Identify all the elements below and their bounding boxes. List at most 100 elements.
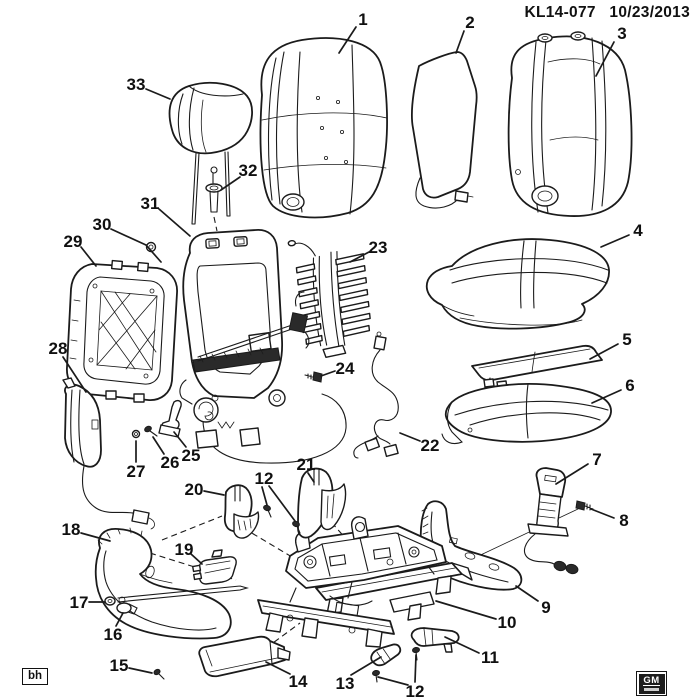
callout-19: 19 xyxy=(175,540,194,559)
callout-7: 7 xyxy=(592,450,601,469)
doc-date: 10/23/2013 xyxy=(609,4,690,21)
leader-line-29 xyxy=(80,246,97,267)
leader-line-9 xyxy=(515,585,539,602)
leader-line-15 xyxy=(128,667,153,674)
part-seat-back-panel xyxy=(411,51,478,209)
leader-line-20 xyxy=(203,490,225,496)
leader-line-4 xyxy=(600,234,630,248)
part-seat-heater-pad xyxy=(471,344,603,392)
leader-line-23 xyxy=(349,251,370,263)
callout-21: 21 xyxy=(297,455,316,474)
callout-33: 33 xyxy=(127,75,146,94)
part-headrest xyxy=(168,81,253,225)
callout-32: 32 xyxy=(239,161,258,180)
leader-line-3 xyxy=(595,41,615,77)
part-shaft-nut xyxy=(104,596,116,606)
callout-5: 5 xyxy=(622,330,631,349)
gm-logo-text: GM xyxy=(643,675,660,687)
callout-13: 13 xyxy=(336,674,355,693)
leader-line-12 xyxy=(261,486,268,506)
leader-line-12 xyxy=(414,654,417,683)
leader-line-19 xyxy=(190,553,203,565)
leader-line-26 xyxy=(152,436,165,455)
part-bracket-cover-right xyxy=(297,467,347,539)
part-seat-cushion-cover xyxy=(425,238,610,330)
callout-30: 30 xyxy=(93,215,112,234)
part-wiring-harness xyxy=(353,331,399,459)
callout-16: 16 xyxy=(104,625,123,644)
leader-line-12 xyxy=(377,676,409,686)
leader-line-30 xyxy=(110,228,147,246)
part-screw xyxy=(372,669,380,683)
leader-line-31 xyxy=(158,208,191,237)
callout-22: 22 xyxy=(421,436,440,455)
leader-line-30 xyxy=(145,244,162,263)
callout-27: 27 xyxy=(127,462,146,481)
callout-24: 24 xyxy=(336,359,355,378)
part-screw xyxy=(263,504,272,518)
callout-3: 3 xyxy=(617,24,626,43)
callout-28: 28 xyxy=(49,339,68,358)
part-front-trim-panel xyxy=(198,635,291,678)
leader-line-33 xyxy=(145,88,171,100)
leader-line-14 xyxy=(265,661,291,675)
callout-11: 11 xyxy=(481,648,499,667)
part-seat-cushion-pad xyxy=(441,383,612,445)
leader-line-32 xyxy=(220,176,241,191)
callout-25: 25 xyxy=(182,446,201,465)
callout-20: 20 xyxy=(185,480,204,499)
leader-line-8 xyxy=(590,508,615,519)
part-adjuster-handle-front xyxy=(370,643,402,667)
part-adjuster-knob xyxy=(116,602,138,615)
part-handle-shaft xyxy=(117,585,250,603)
callout-4: 4 xyxy=(633,221,643,240)
gm-logo-inner: GM xyxy=(638,673,665,694)
callout-14: 14 xyxy=(289,672,308,691)
part-seat-belt-buckle xyxy=(523,467,579,575)
part-seat-back-cover xyxy=(507,31,633,217)
part-bracket-cover-left xyxy=(223,484,260,539)
part-trim-screw xyxy=(153,668,165,680)
leader-line-1 xyxy=(338,26,357,54)
callout-18: 18 xyxy=(62,520,81,539)
leader-line-21 xyxy=(307,472,315,483)
leader-line-2 xyxy=(455,30,465,54)
document-reference: KL14-077 10/23/2013 xyxy=(515,4,690,22)
part-recliner-bolt xyxy=(304,371,323,383)
callout-15: 15 xyxy=(110,656,129,675)
leader-line-7 xyxy=(555,463,589,485)
callout-23: 23 xyxy=(369,238,388,257)
leader-line-10 xyxy=(435,600,497,620)
part-washer xyxy=(131,429,141,439)
part-adjuster-handle-side xyxy=(410,627,460,653)
part-back-panel-frame xyxy=(66,259,178,403)
part-buckle-bolt xyxy=(575,500,594,511)
part-screw xyxy=(292,520,301,534)
leader-line-24 xyxy=(320,370,336,377)
callout-29: 29 xyxy=(64,232,83,251)
part-side-airbag-module xyxy=(62,377,155,530)
callout-17: 17 xyxy=(70,593,89,612)
callout-12: 12 xyxy=(255,469,274,488)
leader-line-16 xyxy=(115,612,124,627)
leader-line-28 xyxy=(62,356,87,393)
leader-line-18 xyxy=(80,532,111,542)
part-seat-adjuster-track xyxy=(257,516,473,648)
leader-line-25 xyxy=(173,431,187,448)
part-seat-back-frame xyxy=(179,229,347,464)
leader-line-12 xyxy=(268,485,296,522)
callout-31: 31 xyxy=(141,194,160,213)
callout-6: 6 xyxy=(625,376,634,395)
gm-logo-strip xyxy=(644,687,659,691)
callout-8: 8 xyxy=(619,511,628,530)
part-bracket-bolt xyxy=(144,425,158,437)
callout-2: 2 xyxy=(465,13,474,32)
part-seat-back-cushion xyxy=(259,37,388,219)
part-lumbar-support xyxy=(287,239,371,358)
callout-12: 12 xyxy=(406,682,425,700)
leader-line-13 xyxy=(350,656,382,676)
part-seat-switch xyxy=(191,549,237,585)
doc-number: KL14-077 xyxy=(524,4,596,21)
